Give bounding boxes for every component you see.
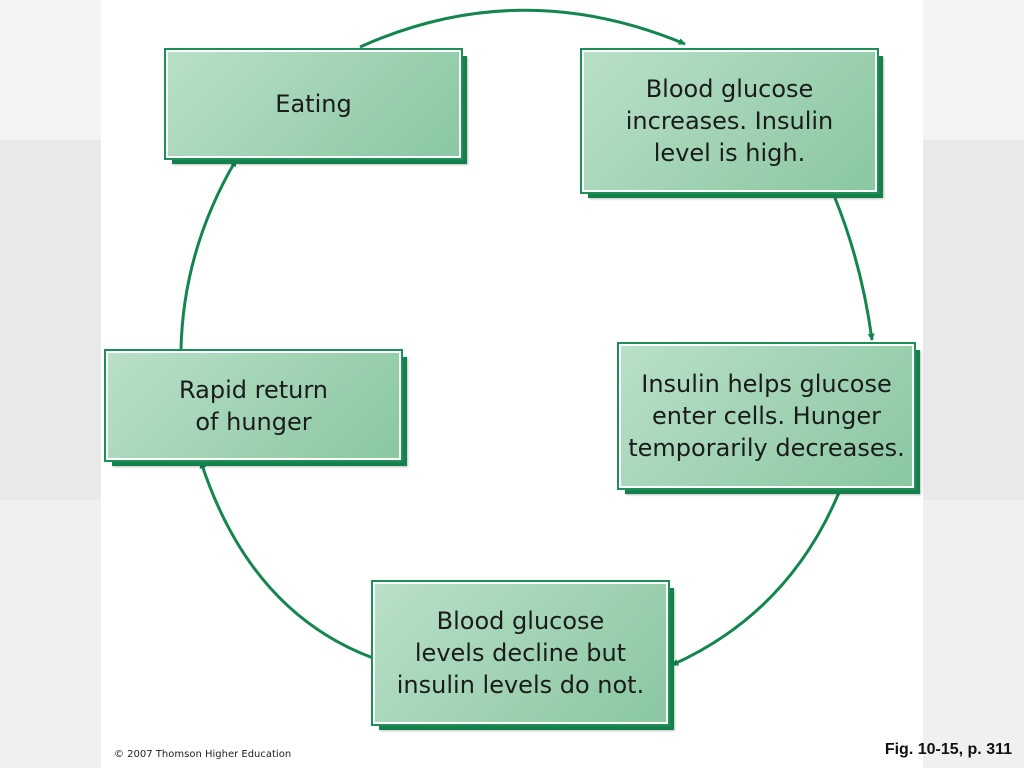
arrow-hunger-return-to-eating [179, 159, 238, 351]
node-insulin-helps-label: Insulin helps glucose enter cells. Hunge… [628, 370, 905, 462]
node-eating: Eating [164, 48, 463, 160]
arrow-glucose-decline-to-hunger-return [199, 461, 374, 660]
node-glucose-decline-label: Blood glucose levels decline but insulin… [396, 607, 645, 699]
arrow-glucose-up-to-insulin-helps [833, 197, 875, 341]
arrow-eating-to-glucose-up [359, 8, 686, 49]
node-eating-label: Eating [275, 90, 352, 118]
node-hunger-return: Rapid return of hunger [104, 349, 403, 462]
node-glucose-up: Blood glucose increases. Insulin level i… [580, 48, 879, 194]
node-glucose-up-label: Blood glucose increases. Insulin level i… [625, 75, 834, 167]
arrow-insulin-helps-to-glucose-decline [671, 489, 842, 667]
node-glucose-decline: Blood glucose levels decline but insulin… [371, 580, 670, 726]
node-hunger-return-label: Rapid return of hunger [178, 375, 328, 436]
copyright-text: © 2007 Thomson Higher Education [114, 749, 292, 760]
node-insulin-helps: Insulin helps glucose enter cells. Hunge… [617, 342, 916, 490]
figure-reference: Fig. 10-15, p. 311 [884, 741, 1012, 758]
